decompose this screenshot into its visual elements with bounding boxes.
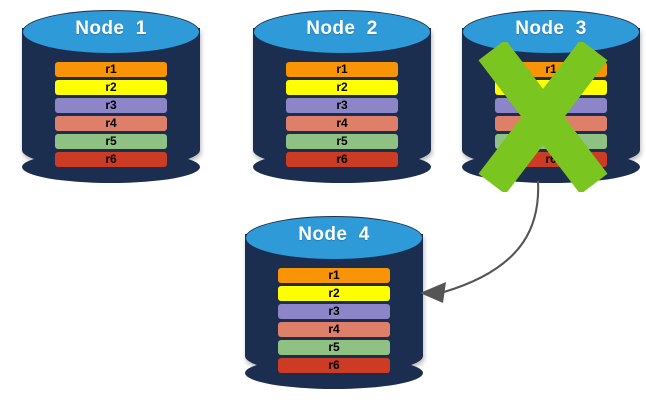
node-label: Node 3	[515, 18, 587, 39]
data-row[interactable]: r2	[55, 80, 167, 95]
data-row[interactable]: r4	[495, 116, 607, 131]
data-row[interactable]: r5	[286, 134, 398, 149]
data-row[interactable]: r3	[55, 98, 167, 113]
data-row[interactable]: r4	[55, 116, 167, 131]
data-row[interactable]: r6	[495, 152, 607, 167]
node-cylinder-4[interactable]: Node 4 r1 r2 r3 r4 r5 r6	[245, 212, 423, 392]
row-stack: r1 r2 r3 r4 r5 r6	[495, 62, 607, 167]
cylinder-top-ellipse	[245, 216, 423, 260]
data-row[interactable]: r5	[278, 340, 390, 355]
row-stack: r1 r2 r3 r4 r5 r6	[278, 268, 390, 373]
data-row[interactable]: r1	[278, 268, 390, 283]
data-row[interactable]: r2	[278, 286, 390, 301]
data-row[interactable]: r1	[495, 62, 607, 77]
row-stack: r1 r2 r3 r4 r5 r6	[55, 62, 167, 167]
data-row[interactable]: r3	[286, 98, 398, 113]
data-row[interactable]: r1	[286, 62, 398, 77]
node-label: Node 1	[75, 18, 147, 39]
data-row[interactable]: r1	[55, 62, 167, 77]
row-stack: r1 r2 r3 r4 r5 r6	[286, 62, 398, 167]
data-row[interactable]: r6	[278, 358, 390, 373]
data-row[interactable]: r4	[278, 322, 390, 337]
data-row[interactable]: r4	[286, 116, 398, 131]
data-row[interactable]: r3	[278, 304, 390, 319]
node-cylinder-3[interactable]: Node 3 r1 r2 r3 r4 r5 r6	[462, 6, 640, 186]
cylinder-top-ellipse	[253, 10, 431, 54]
data-row[interactable]: r2	[495, 80, 607, 95]
cylinder-top-ellipse	[22, 10, 200, 54]
node-cylinder-1[interactable]: Node 1 r1 r2 r3 r4 r5 r6	[22, 6, 200, 186]
data-row[interactable]: r6	[55, 152, 167, 167]
data-row[interactable]: r6	[286, 152, 398, 167]
data-row[interactable]: r3	[495, 98, 607, 113]
data-row[interactable]: r5	[495, 134, 607, 149]
node-cylinder-2[interactable]: Node 2 r1 r2 r3 r4 r5 r6	[253, 6, 431, 186]
node-label: Node 2	[306, 18, 378, 39]
data-row[interactable]: r5	[55, 134, 167, 149]
data-row[interactable]: r2	[286, 80, 398, 95]
node-label: Node 4	[298, 224, 370, 245]
redistribution-arrow-icon	[420, 180, 540, 303]
